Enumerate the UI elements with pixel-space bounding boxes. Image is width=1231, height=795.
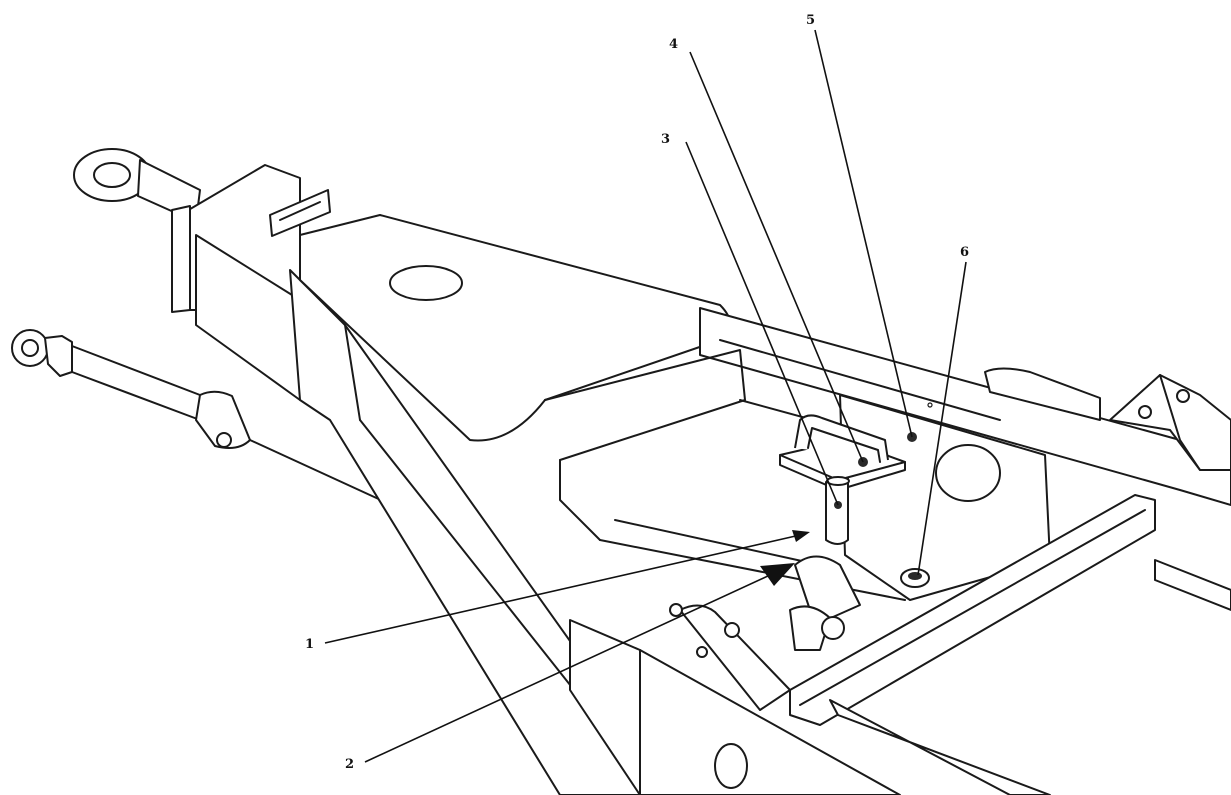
callout-4: 4 — [669, 37, 678, 52]
leader-5 — [814, 29, 913, 438]
callout-1: 1 — [305, 637, 314, 652]
cross-beam — [789, 494, 1231, 726]
arrowhead-2 — [760, 563, 795, 586]
leader-2 — [364, 574, 771, 763]
a-frame — [171, 164, 1231, 795]
callout-2: 2 — [345, 757, 354, 772]
callout-6: 6 — [960, 245, 969, 260]
leader-1 — [324, 534, 801, 644]
leader-3 — [685, 141, 839, 506]
hinge-clevis — [669, 555, 861, 711]
callout-5: 5 — [806, 13, 815, 28]
locking-pin-assembly — [779, 414, 930, 588]
arrowhead-1 — [792, 530, 810, 542]
leader-6 — [917, 261, 967, 576]
callout-3: 3 — [661, 132, 670, 147]
right-brackets — [1109, 374, 1231, 471]
bottom-rail — [569, 619, 1051, 795]
mounting-plate — [839, 394, 1051, 601]
leader-4 — [689, 51, 864, 463]
tie-rod — [11, 329, 421, 519]
